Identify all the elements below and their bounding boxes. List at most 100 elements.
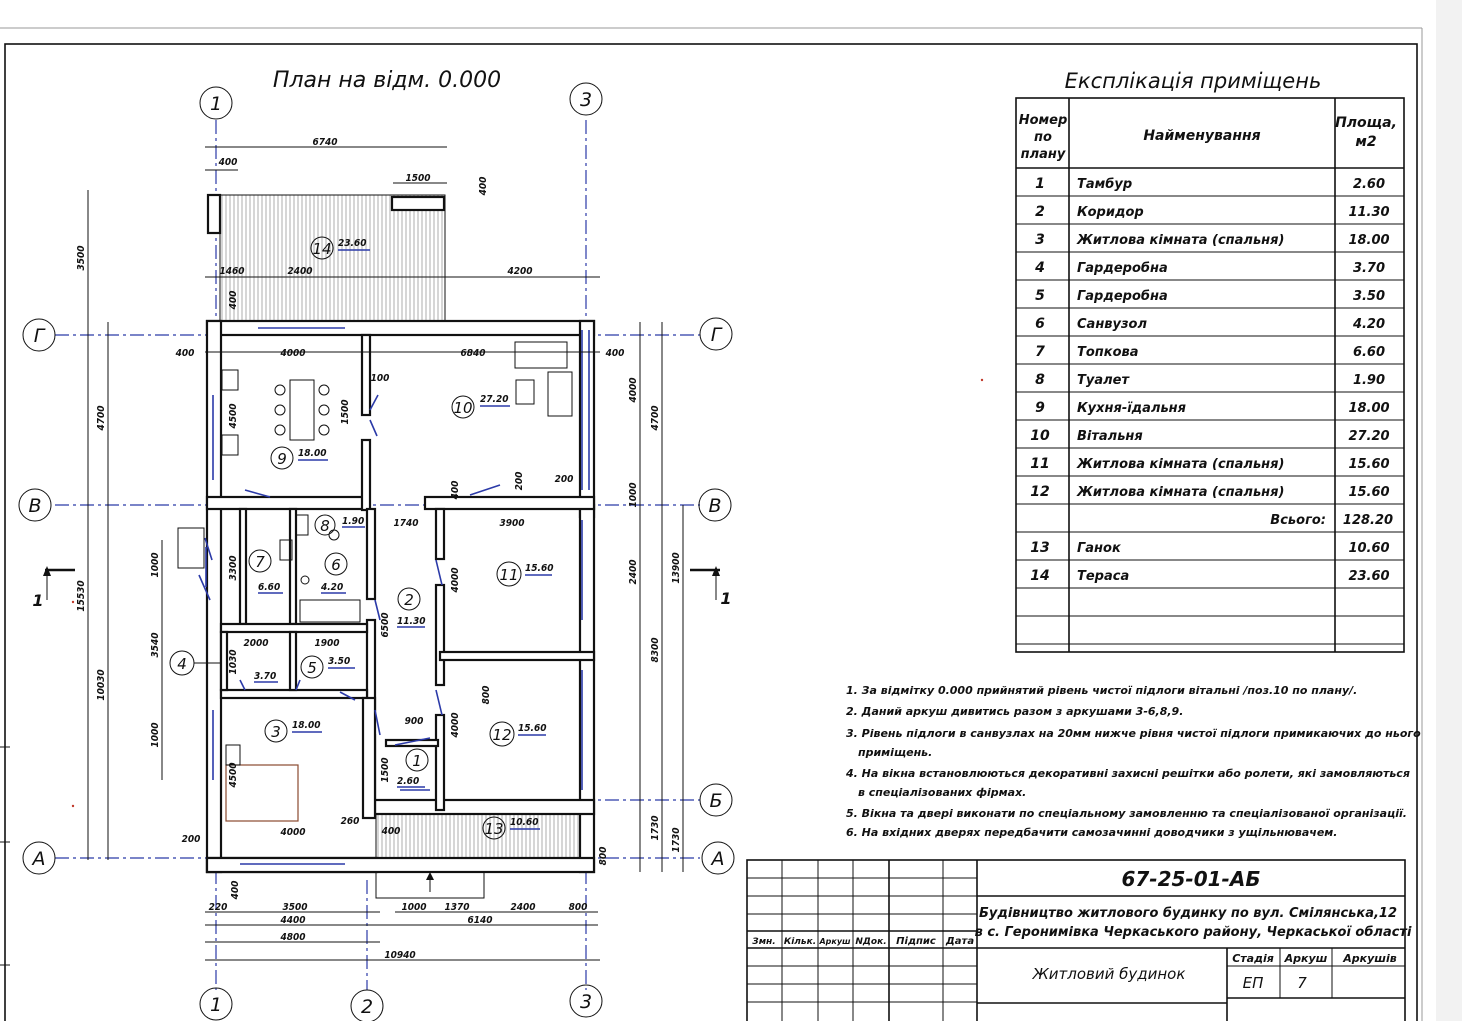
svg-text:6500: 6500 — [380, 612, 391, 637]
room-label-1: 12.60 — [397, 748, 429, 788]
room-number-cell: 6 — [1035, 316, 1045, 332]
room-area-cell: 3.50 — [1353, 289, 1385, 304]
svg-text:В: В — [28, 495, 41, 517]
room-name-cell: Тераса — [1077, 569, 1129, 584]
dimension-labels: 6740 400 1500 1460 2400 4200 400 4000 68… — [176, 137, 625, 961]
room-area-cell: 27.20 — [1348, 429, 1389, 444]
svg-text:200: 200 — [555, 474, 574, 485]
room-number-cell: 8 — [1035, 372, 1045, 388]
room-name-cell: Топкова — [1077, 345, 1139, 360]
axis-bubble-1-bottom: 1 — [199, 987, 233, 1021]
svg-text:Номер: Номер — [1019, 113, 1068, 128]
svg-text:Б: Б — [709, 790, 722, 812]
svg-text:800: 800 — [598, 847, 609, 866]
svg-text:6: 6 — [331, 556, 341, 574]
room-number-cell: 5 — [1035, 288, 1045, 304]
svg-text:10030: 10030 — [96, 669, 107, 700]
svg-text:15.60: 15.60 — [518, 723, 546, 734]
axis-bubble-A-left: А — [22, 841, 56, 875]
svg-text:1: 1 — [32, 591, 43, 610]
svg-text:800: 800 — [481, 686, 492, 705]
svg-text:1.90: 1.90 — [342, 516, 364, 527]
svg-text:1370: 1370 — [444, 902, 469, 913]
room-number-cell: 11 — [1030, 456, 1049, 472]
svg-text:в спеціалізованих фірмах.: в спеціалізованих фірмах. — [858, 786, 1026, 799]
svg-text:Найменування: Найменування — [1143, 128, 1260, 144]
svg-text:2. Даний аркуш дивитись разом: 2. Даний аркуш дивитись разом з аркушами… — [846, 705, 1183, 718]
svg-text:1: 1 — [412, 752, 422, 770]
svg-text:13900: 13900 — [671, 552, 682, 583]
room-area-cell: 6.60 — [1353, 345, 1385, 360]
svg-text:1740: 1740 — [393, 518, 418, 529]
room-area-cell: 15.60 — [1348, 485, 1389, 500]
svg-text:м2: м2 — [1355, 134, 1376, 150]
svg-text:4000: 4000 — [280, 827, 305, 838]
svg-text:4400: 4400 — [280, 915, 305, 926]
svg-text:400: 400 — [382, 826, 401, 837]
svg-text:13: 13 — [484, 820, 503, 838]
svg-text:3.50: 3.50 — [328, 656, 350, 667]
svg-text:200: 200 — [514, 472, 525, 491]
room-area-cell: 3.70 — [1353, 261, 1385, 276]
svg-text:400: 400 — [219, 157, 238, 168]
room-label-7: 76.60 — [248, 549, 283, 594]
axis-bubble-V-right: В — [698, 488, 732, 522]
explication-header: Номер по плану Найменування Площа, м2 — [1019, 113, 1397, 162]
room-name-cell: Гардеробна — [1077, 261, 1168, 276]
svg-text:4: 4 — [177, 655, 187, 673]
total-value: 128.20 — [1343, 513, 1393, 528]
room-name-cell: Вітальня — [1077, 429, 1143, 444]
total-label: Всього: — [1270, 513, 1326, 528]
axis-bubble-2-bottom: 2 — [350, 989, 384, 1021]
room-area-cell: 1.90 — [1353, 373, 1385, 388]
svg-text:6.60: 6.60 — [258, 582, 280, 593]
room-area-cell: 23.60 — [1348, 569, 1389, 584]
svg-text:Стадія: Стадія — [1232, 952, 1274, 965]
room-name-cell: Житлова кімната (спальня) — [1076, 485, 1284, 500]
svg-text:2: 2 — [404, 591, 414, 609]
svg-text:А: А — [31, 848, 46, 870]
drawing-code: 67-25-01-АБ — [1121, 867, 1260, 891]
svg-text:1: 1 — [210, 93, 222, 115]
axis-bubble-1-top: 1 — [199, 86, 233, 120]
svg-text:ЕП: ЕП — [1243, 974, 1264, 992]
section-mark-left: 1 — [32, 566, 75, 610]
axis-bubble-G-right: Г — [699, 317, 733, 351]
svg-text:1900: 1900 — [314, 638, 339, 649]
room-label-2: 211.30 — [397, 587, 425, 628]
room-number-cell: 3 — [1035, 232, 1045, 248]
room-area-cell: 2.60 — [1353, 177, 1385, 192]
svg-text:1730: 1730 — [650, 815, 661, 840]
room-number-cell: 4 — [1034, 260, 1045, 276]
svg-text:15530: 15530 — [76, 580, 87, 611]
room-number-cell: 2 — [1035, 204, 1045, 220]
room-number-cell: 9 — [1035, 400, 1045, 416]
svg-text:Житловий будинок: Житловий будинок — [1032, 965, 1186, 983]
explication-title: Експлікація приміщень — [1065, 69, 1322, 93]
svg-text:1. За відмітку 0.000 прийнятий: 1. За відмітку 0.000 прийнятий рівень чи… — [846, 684, 1357, 697]
svg-text:400: 400 — [176, 348, 195, 359]
svg-text:14: 14 — [312, 240, 331, 258]
room-area-cell: 18.00 — [1348, 401, 1389, 416]
svg-text:1030: 1030 — [228, 649, 239, 674]
room-area-cell: 11.30 — [1348, 205, 1389, 220]
svg-text:3540: 3540 — [150, 632, 161, 657]
svg-text:11.30: 11.30 — [397, 616, 425, 627]
svg-text:Підпис: Підпис — [896, 936, 936, 947]
svg-text:5. Вікна та двері виконати по: 5. Вікна та двері виконати по спеціально… — [846, 807, 1407, 820]
svg-text:2400: 2400 — [628, 559, 639, 584]
room-number-cell: 12 — [1030, 484, 1049, 500]
svg-text:9: 9 — [277, 450, 287, 468]
room-number-cell: 14 — [1030, 568, 1049, 584]
axis-bubble-G-left: Г — [22, 318, 56, 352]
svg-text:200: 200 — [182, 834, 201, 845]
svg-text:18.00: 18.00 — [292, 720, 320, 731]
svg-text:NДок.: NДок. — [855, 937, 886, 947]
dimension-lines — [87, 146, 684, 961]
svg-text:1: 1 — [720, 589, 731, 608]
axis-bubble-V-left: В — [18, 488, 52, 522]
